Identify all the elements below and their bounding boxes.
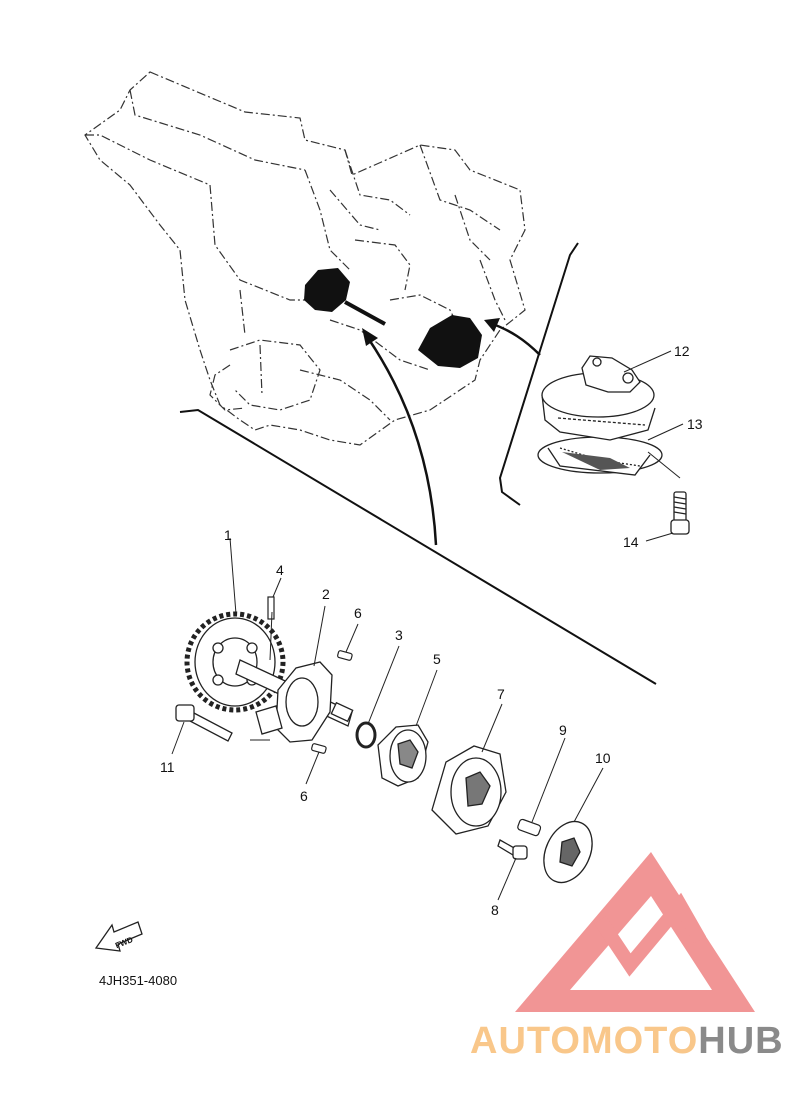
callout-10: 10 — [595, 750, 611, 766]
frame-lines — [179, 242, 657, 685]
callout-6-upper: 6 — [354, 605, 362, 621]
callout-2: 2 — [322, 586, 330, 602]
dowel-pin-6-lower — [311, 743, 327, 754]
watermark-text: AUTOMOTOHUB — [470, 1020, 784, 1062]
pump-drive-gear-1 — [184, 611, 286, 713]
automotohub-logo — [515, 852, 755, 1012]
callout-4: 4 — [276, 562, 284, 578]
pump-port-shape — [304, 268, 350, 312]
fwd-arrow: FWD — [94, 921, 143, 952]
dowel-pin-4 — [267, 596, 275, 620]
strainer-port-shape — [418, 315, 482, 368]
callout-labels: 1 2 3 4 5 6 6 7 8 9 10 11 12 13 14 — [160, 343, 703, 918]
callout-12: 12 — [674, 343, 690, 359]
watermark-part2: HUB — [698, 1020, 783, 1062]
port-shaft-line — [344, 300, 386, 326]
callout-11: 11 — [160, 759, 175, 775]
cover-plate-10 — [543, 820, 593, 884]
strainer-mesh — [562, 452, 630, 470]
callout-14: 14 — [623, 534, 639, 550]
outer-rotor-5 — [377, 724, 429, 787]
dowel-pin-6-upper — [337, 650, 353, 661]
callout-5: 5 — [433, 651, 441, 667]
washer-3 — [355, 721, 377, 749]
callout-6-lower: 6 — [300, 788, 308, 804]
strainer-bolt-14 — [670, 491, 690, 535]
callout-13: 13 — [687, 416, 703, 432]
diagram-code: 4JH351-4080 — [99, 973, 177, 988]
callout-1: 1 — [224, 527, 232, 543]
callout-7: 7 — [497, 686, 505, 702]
arrow-head-left — [362, 328, 378, 346]
callout-9: 9 — [559, 722, 567, 738]
arrow-head-right — [484, 318, 500, 332]
oil-strainer-assembly — [537, 355, 663, 476]
pump-cover-7 — [431, 745, 507, 835]
callout-leaders — [171, 350, 684, 901]
callout-3: 3 — [395, 627, 403, 643]
pump-bolt-11 — [175, 704, 233, 742]
pin-9 — [517, 818, 542, 837]
callout-8: 8 — [491, 902, 499, 918]
engine-block-outline — [84, 71, 526, 446]
screw-8 — [497, 839, 528, 860]
pump-housing-2 — [255, 661, 333, 743]
watermark-part1: AUTOMOTO — [470, 1020, 698, 1062]
